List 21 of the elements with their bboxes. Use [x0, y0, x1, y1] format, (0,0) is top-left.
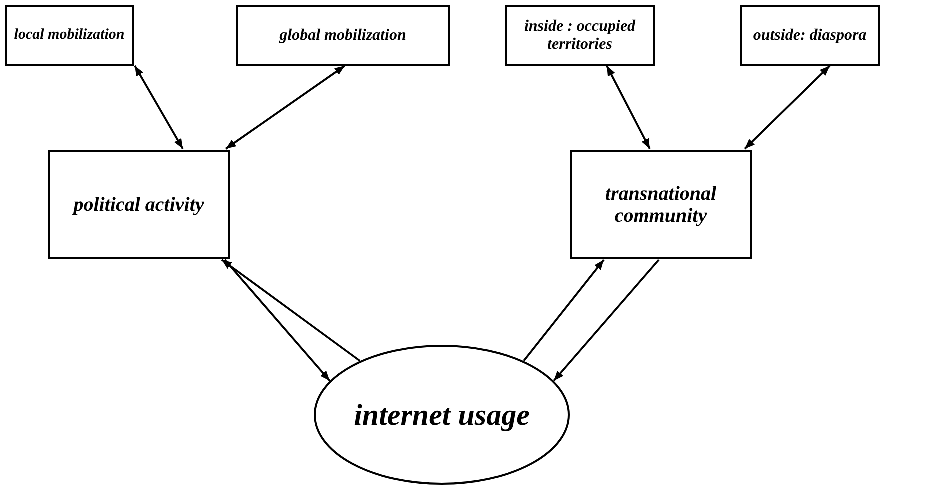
- node-label: transnational community: [604, 182, 718, 226]
- arrow: [134, 66, 184, 150]
- node-label: global mobilization: [280, 26, 406, 44]
- arrow: [224, 259, 331, 382]
- arrow: [744, 65, 831, 150]
- rectangle-node: [505, 5, 655, 66]
- arrow: [523, 259, 605, 362]
- arrow: [553, 259, 660, 382]
- rectangle-node: [48, 150, 230, 259]
- arrow: [606, 66, 651, 150]
- rectangle-node: [570, 150, 752, 259]
- node-label: internet usage: [354, 398, 530, 432]
- arrow: [225, 65, 346, 150]
- node-label: political activity: [74, 194, 204, 216]
- arrow: [221, 259, 361, 362]
- node-label: inside : occupied territories: [523, 18, 637, 54]
- rectangle-node: [236, 5, 450, 66]
- rectangle-node: [740, 5, 880, 66]
- rectangle-node: [5, 5, 134, 66]
- node-label: outside: diaspora: [753, 26, 867, 44]
- node-label: local mobilization: [14, 27, 125, 44]
